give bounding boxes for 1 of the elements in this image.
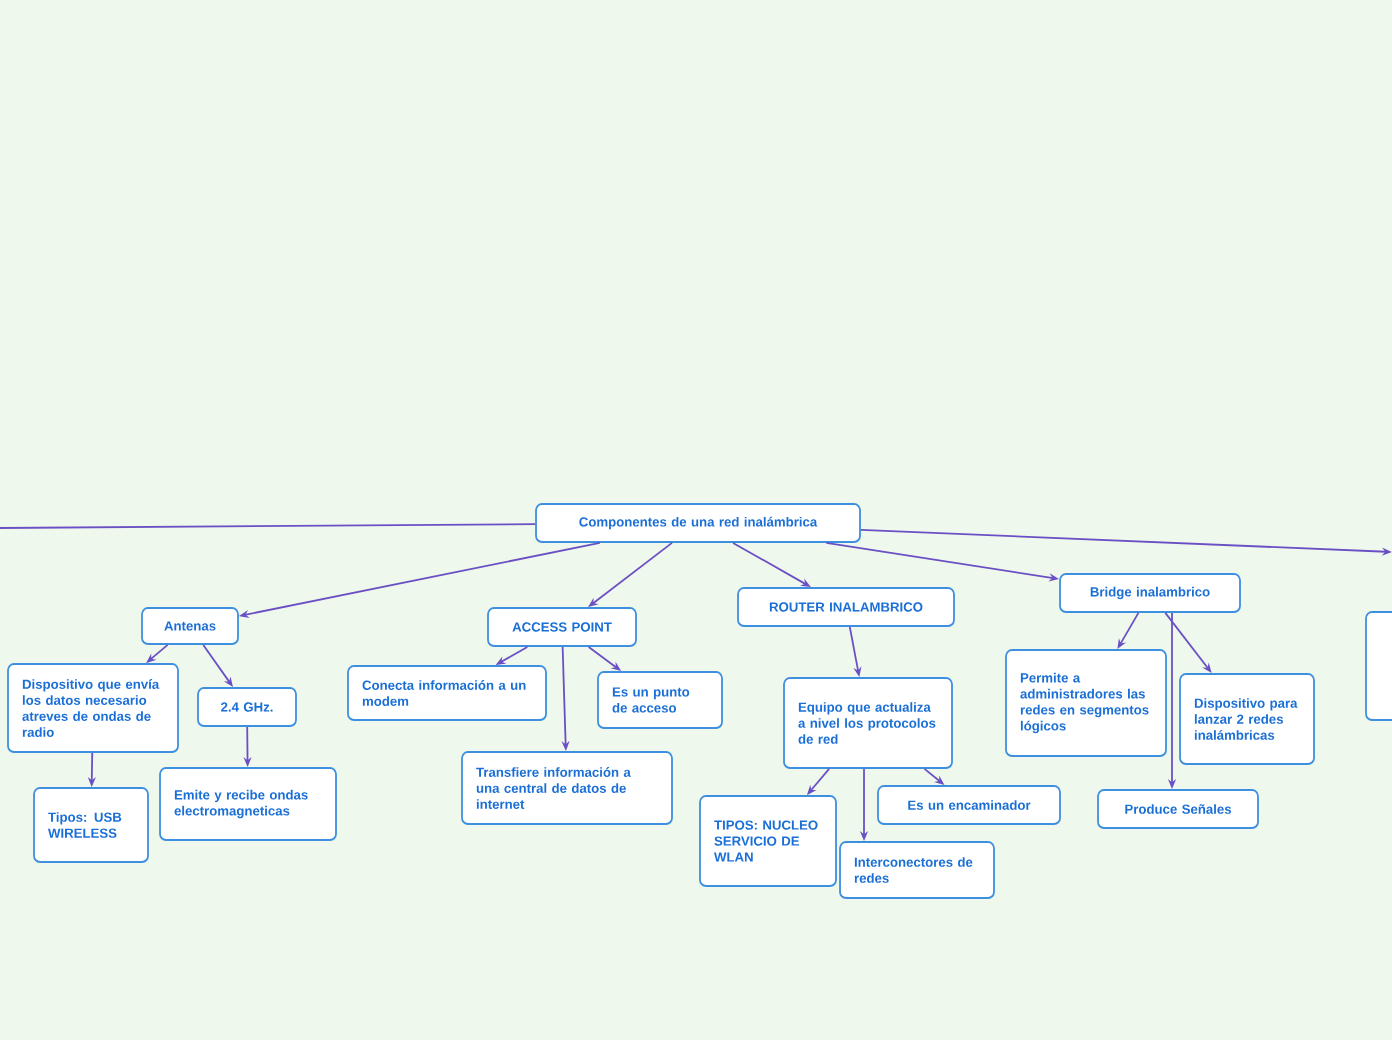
topic-box <box>1365 611 1392 721</box>
